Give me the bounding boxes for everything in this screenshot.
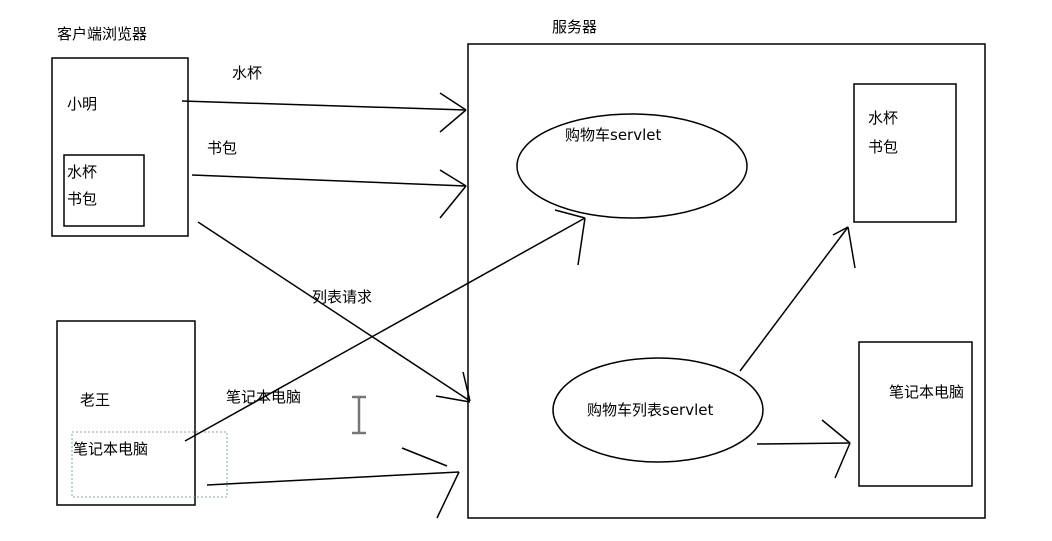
laowang-selection-box bbox=[71, 431, 228, 498]
result-1-item: 水杯 bbox=[868, 109, 899, 127]
xiaoming-cart-box bbox=[63, 154, 145, 227]
result-box-1 bbox=[853, 83, 957, 223]
arrow-laowang-list bbox=[206, 447, 460, 519]
laowang-label: 老王 bbox=[80, 391, 111, 409]
arrow-bag bbox=[191, 169, 467, 219]
arrow-label-list-request: 列表请求 bbox=[312, 288, 373, 306]
laowang-cart-item: 笔记本电脑 bbox=[73, 440, 149, 458]
xiaoming-label: 小明 bbox=[67, 95, 98, 113]
arrow-to-result-2 bbox=[756, 419, 851, 479]
client-title: 客户端浏览器 bbox=[57, 25, 148, 43]
text-cursor-icon bbox=[352, 395, 366, 435]
arrow-label-bag: 书包 bbox=[207, 139, 238, 157]
laowang-browser-box bbox=[56, 320, 196, 506]
result-box-2 bbox=[858, 341, 973, 487]
cart-servlet-ellipse bbox=[516, 113, 748, 219]
arrow-cup bbox=[181, 92, 467, 133]
result-2-item: 笔记本电脑 bbox=[889, 383, 965, 401]
arrow-label-laptop: 笔记本电脑 bbox=[226, 388, 302, 406]
xiaoming-cart-item: 书包 bbox=[67, 190, 98, 208]
xiaoming-browser-box bbox=[51, 57, 189, 237]
cart-list-servlet-ellipse bbox=[552, 357, 764, 463]
arrow-list-request bbox=[197, 221, 471, 403]
cart-servlet-label: 购物车servlet bbox=[565, 126, 662, 144]
arrow-to-result-1 bbox=[739, 226, 856, 372]
server-title: 服务器 bbox=[552, 18, 598, 36]
server-box bbox=[467, 43, 986, 519]
arrow-label-cup: 水杯 bbox=[232, 64, 263, 82]
arrow-laptop bbox=[184, 209, 586, 442]
xiaoming-cart-item: 水杯 bbox=[67, 163, 98, 181]
result-1-item: 书包 bbox=[868, 138, 899, 156]
cart-list-servlet-label: 购物车列表servlet bbox=[587, 401, 714, 419]
